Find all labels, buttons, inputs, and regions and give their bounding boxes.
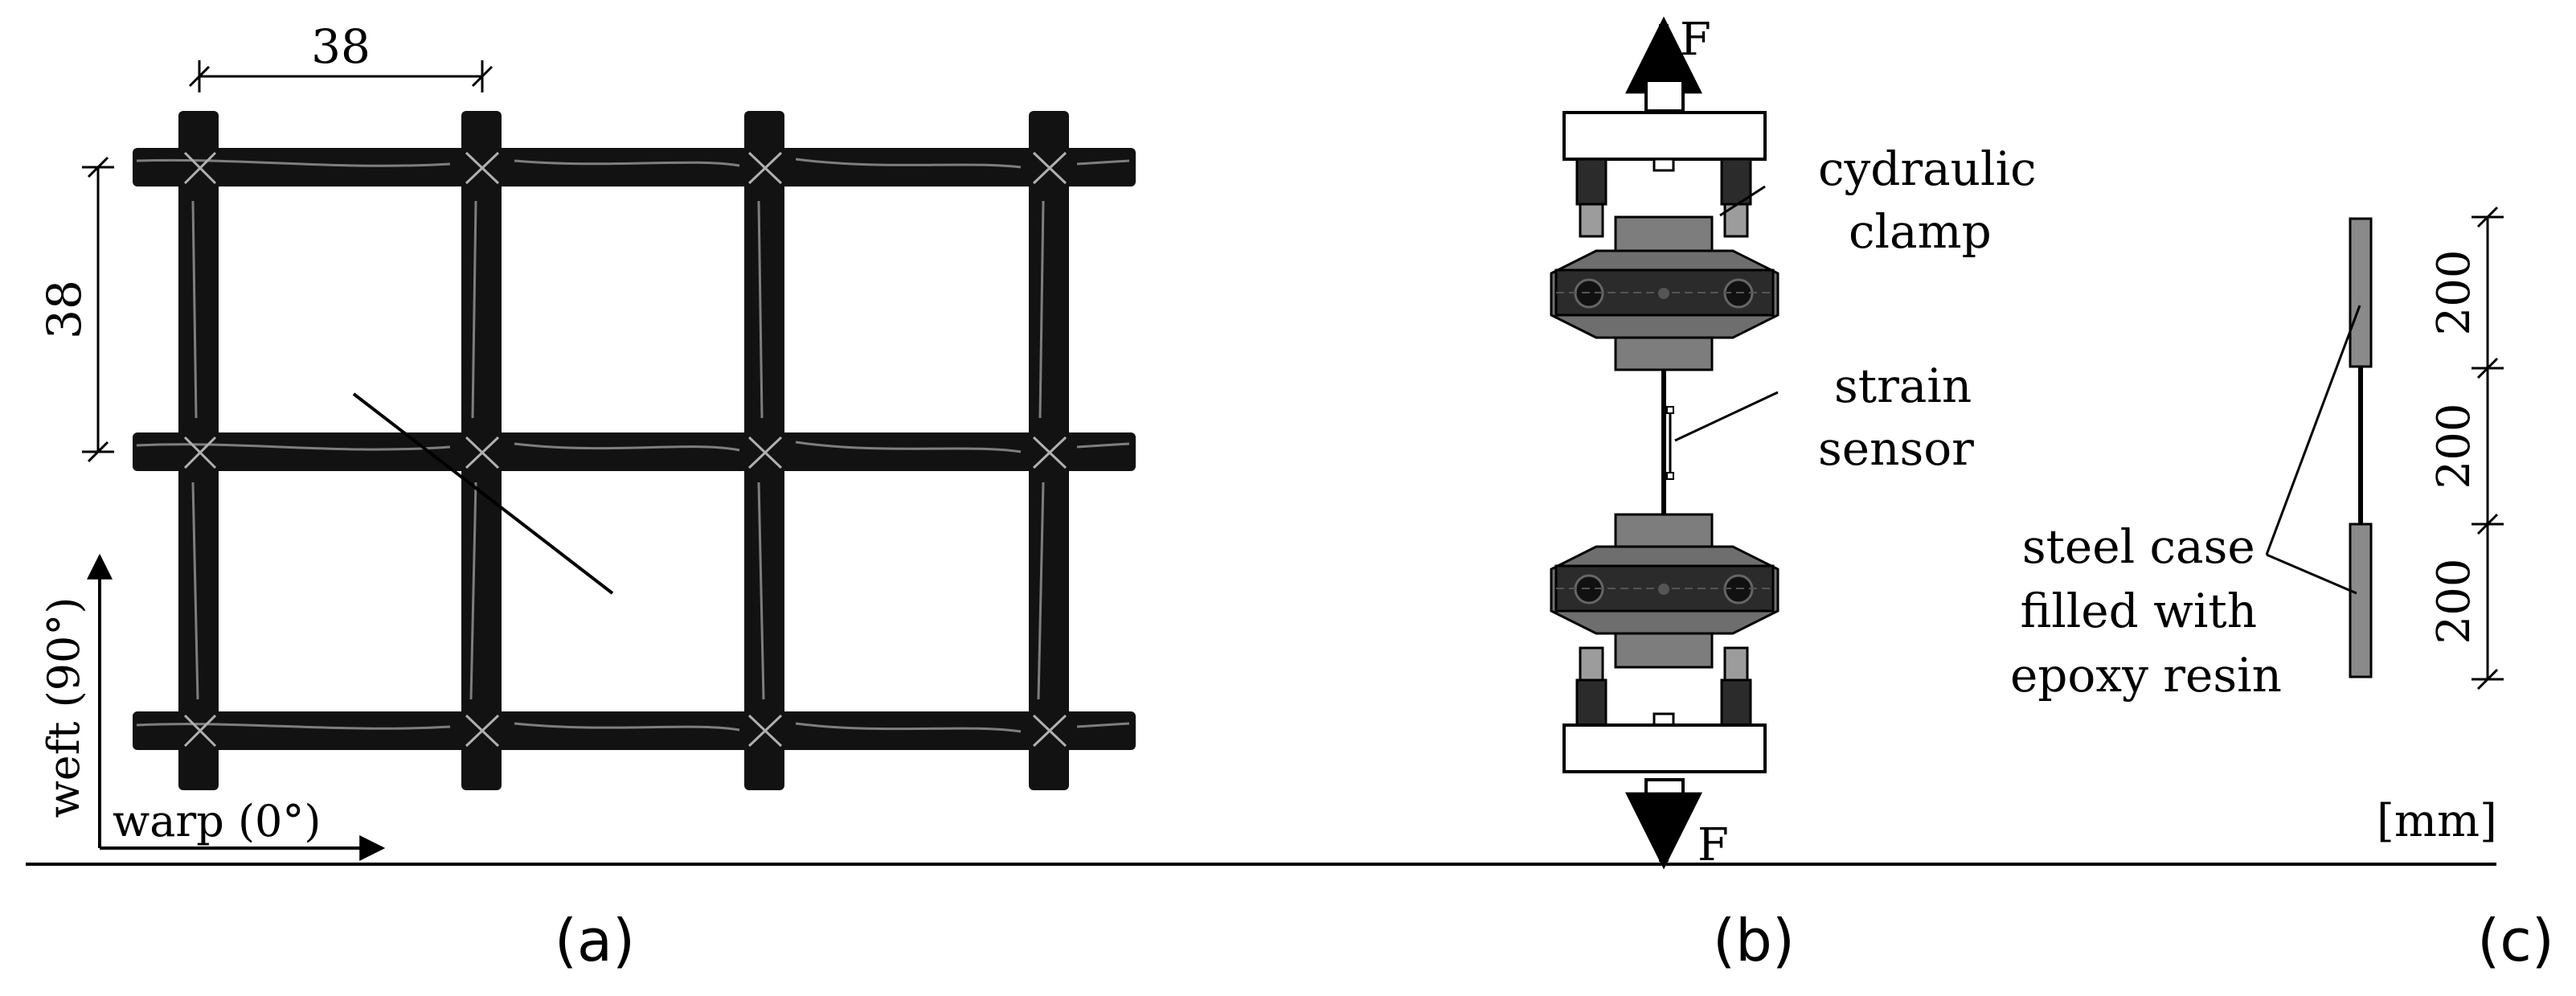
- clamp-label: cydraulic clamp: [1818, 141, 2051, 259]
- caption-a: (a): [555, 907, 635, 974]
- weft-axis-label: weft (90°): [39, 597, 89, 818]
- grid-strand-horizontal: [133, 148, 1136, 186]
- case-leader-line: [2266, 553, 2357, 595]
- crosshead-top: [1562, 111, 1767, 161]
- dimension-label-middle: 200: [2428, 404, 2480, 490]
- caption-b: (b): [1713, 907, 1795, 974]
- caption-c: (c): [2477, 907, 2554, 974]
- clamp-leader-line: [1719, 185, 1766, 217]
- unit-label: [mm]: [2377, 795, 2497, 847]
- sensor-label: strain sensor: [1818, 359, 1987, 476]
- force-label-bottom: F: [1698, 819, 1729, 871]
- dimension-label-bottom: 200: [2428, 559, 2480, 645]
- sensor-leader-line: [1674, 391, 1779, 442]
- geogrid-photo: [133, 111, 1136, 790]
- section-line: [352, 392, 614, 595]
- warp-axis-label: warp (0°): [113, 796, 321, 846]
- force-label-top: F: [1680, 14, 1711, 66]
- load-cell-top: [1644, 79, 1685, 113]
- grid-strand-horizontal: [133, 711, 1136, 750]
- dimension-label-vertical: 38: [37, 280, 92, 339]
- steel-case-top: [2349, 217, 2373, 368]
- dimension-horizontal: [188, 60, 493, 92]
- load-cell-bottom: [1644, 778, 1685, 812]
- dimension-vertical: [82, 156, 114, 463]
- crosshead-bottom: [1562, 723, 1767, 773]
- dimension-label-horizontal: 38: [311, 19, 371, 74]
- case-leader-line: [2265, 305, 2361, 555]
- grid-strand-horizontal: [133, 432, 1136, 471]
- dimension-label-top: 200: [2428, 250, 2480, 336]
- tensile-test-rig: [1550, 16, 1779, 870]
- steel-case-label: steel case filled with epoxy resin: [2010, 519, 2282, 703]
- dimension-chain-vertical: [2472, 206, 2504, 691]
- steel-case-bottom: [2349, 523, 2373, 678]
- specimen-schematic: [2265, 217, 2373, 678]
